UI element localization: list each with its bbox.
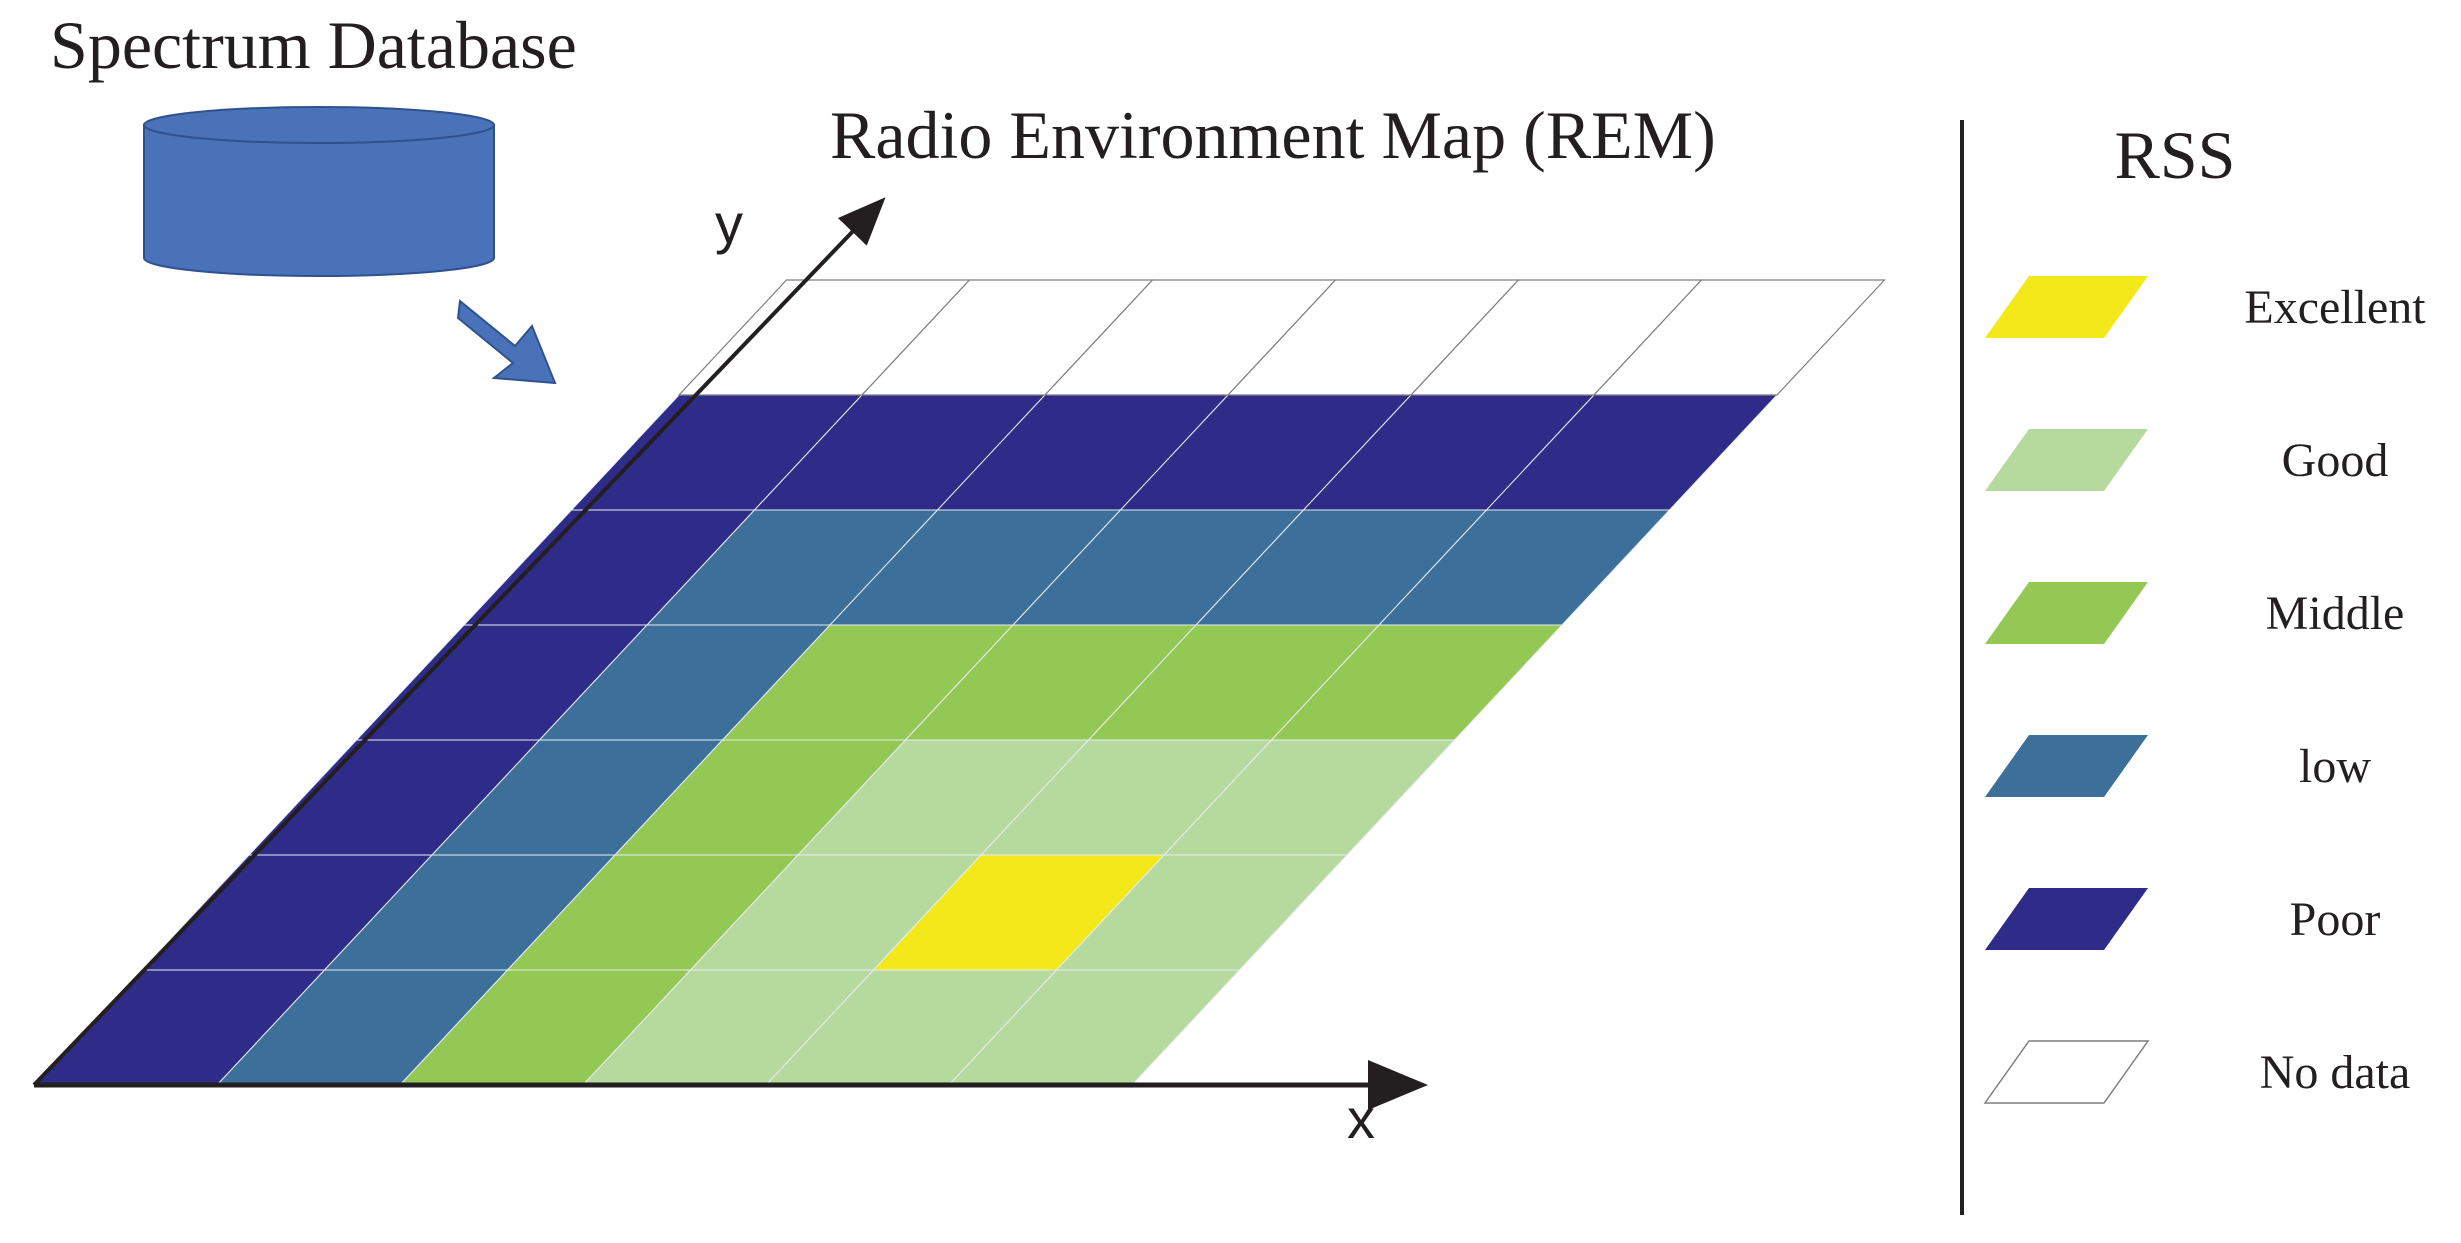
legend-swatch-nodata xyxy=(1983,1040,2150,1104)
legend-swatch-excellent xyxy=(1985,276,2148,338)
legend-swatch-middle xyxy=(1985,582,2148,644)
legend-label-good: Good xyxy=(2282,434,2389,487)
database-cylinder-body xyxy=(143,124,495,277)
database-to-map-arrow-icon xyxy=(456,299,557,385)
legend-label-nodata: No data xyxy=(2260,1046,2411,1099)
database-cylinder-top xyxy=(143,106,495,144)
legend-label-low: low xyxy=(2299,740,2371,793)
legend-swatch-poor xyxy=(1985,888,2148,950)
legend-label-poor: Poor xyxy=(2290,893,2381,946)
database-icon xyxy=(143,106,495,277)
grid-cell-nodata xyxy=(1592,279,1886,396)
y-axis xyxy=(32,197,886,1087)
rem-grid xyxy=(32,279,1886,1086)
y-axis-label: y xyxy=(715,192,743,255)
legend-label-excellent: Excellent xyxy=(2244,281,2426,334)
legend-swatch-good xyxy=(1985,429,2148,491)
x-axis-label: x xyxy=(1347,1087,1375,1150)
legend-swatch-low xyxy=(1985,735,2148,797)
database-label: Spectrum Database xyxy=(50,7,577,83)
legend-title: RSS xyxy=(2115,117,2236,193)
map-title: Radio Environment Map (REM) xyxy=(830,97,1716,173)
legend-label-middle: Middle xyxy=(2266,587,2405,640)
